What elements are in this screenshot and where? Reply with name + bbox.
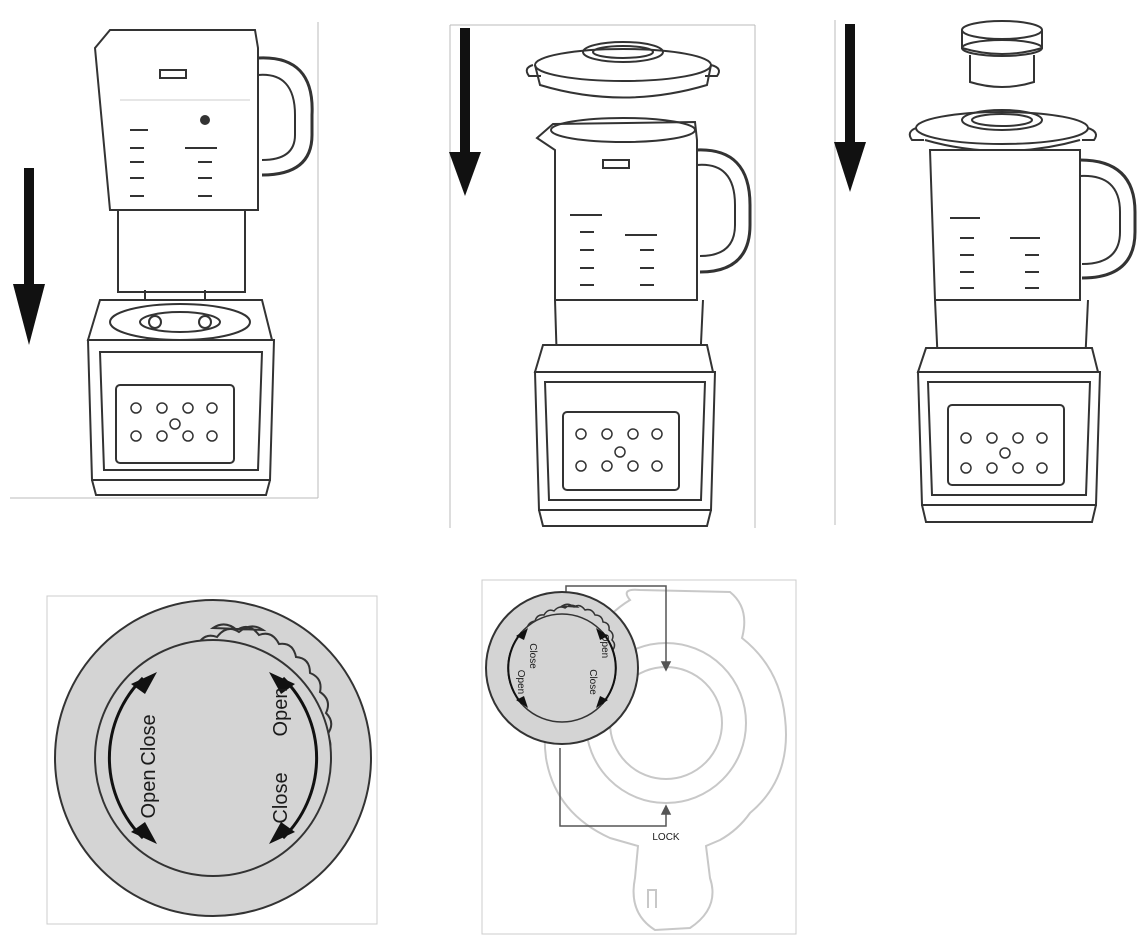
step-2-panel (445, 10, 765, 530)
down-arrow-icon (449, 28, 481, 196)
arrow-down-right-icon (269, 822, 295, 844)
lid (908, 109, 1097, 152)
left-close-label: Close (138, 714, 160, 765)
inset-left-close-label: Close (527, 643, 538, 669)
arrow-down-left-icon (131, 822, 157, 844)
open-close-arc-right (281, 676, 319, 840)
arrow-up-left-icon (516, 628, 528, 640)
arrow-down-left-icon (516, 696, 528, 708)
left-open-label: Open (138, 770, 160, 819)
jug (93, 29, 314, 300)
step-1-panel (0, 0, 330, 505)
inset-right-open-label: Open (599, 634, 610, 658)
lock-detail-panel: LOCK Close Open Open Close (480, 578, 800, 938)
jug (535, 117, 752, 366)
blender-base (916, 347, 1102, 523)
inset-lid-detail: Close Open Open Close (485, 591, 639, 745)
right-close-label: Close (270, 772, 292, 823)
blender-base (86, 299, 276, 496)
blender-base (533, 344, 717, 527)
inset-right-close-label: Close (587, 669, 598, 695)
arrow-up-left-icon (131, 672, 157, 694)
arrow-up-right-icon (596, 628, 608, 640)
open-close-arc-left (107, 676, 145, 840)
lock-detail-illustration: LOCK Close Open Open Close (481, 579, 797, 935)
lock-label: LOCK (652, 832, 680, 843)
measuring-cup (961, 20, 1043, 88)
lid (525, 41, 720, 99)
step-2-illustration (449, 24, 756, 528)
right-open-label: Open (270, 688, 292, 737)
arrow-down-right-icon (596, 696, 608, 708)
down-arrow-icon (834, 24, 866, 192)
step-3-panel (830, 0, 1146, 530)
jug (928, 149, 1137, 366)
step-1-illustration (10, 22, 319, 499)
arrow-up-right-icon (269, 672, 295, 694)
lid-detail-illustration: Close Open Open Close (46, 595, 378, 925)
down-arrow-icon (13, 168, 45, 345)
step-3-illustration (834, 20, 1137, 525)
lid-detail-panel: Close Open Open Close (45, 592, 380, 927)
inset-left-open-label: Open (515, 670, 526, 694)
